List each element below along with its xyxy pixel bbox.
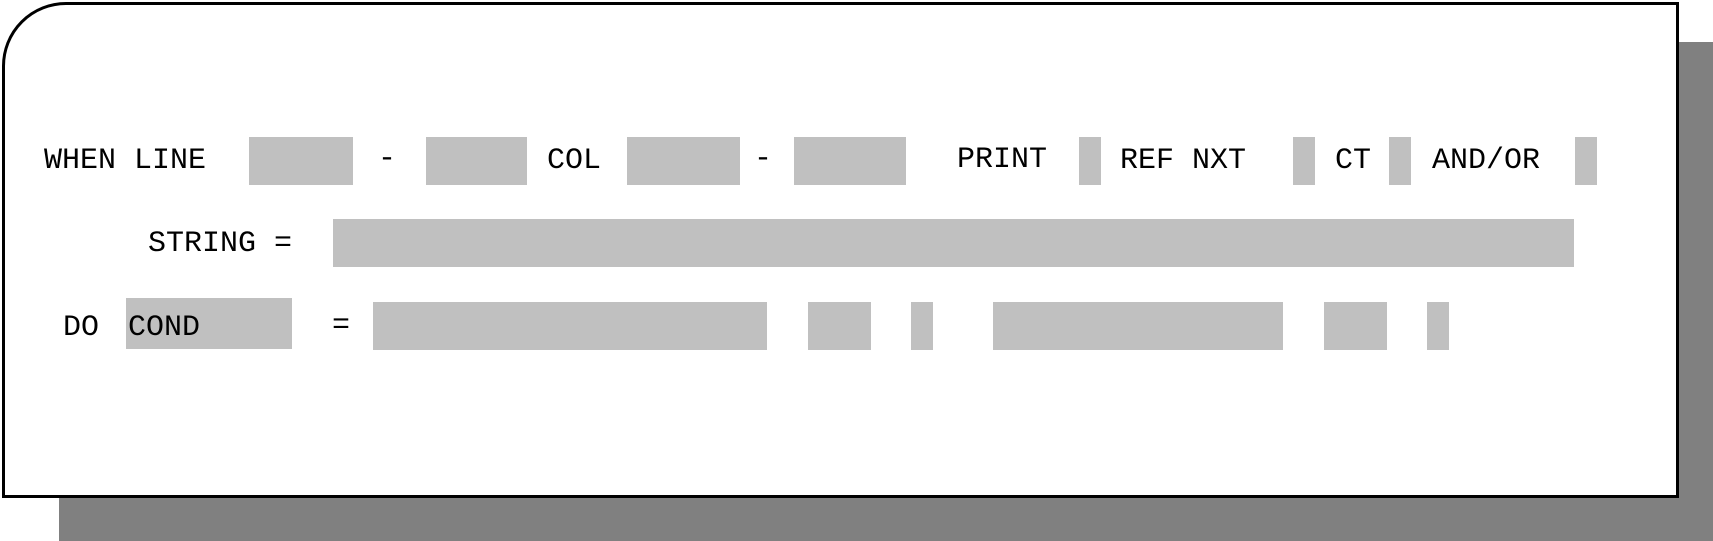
col-to-field[interactable] [794,137,906,185]
do-cond-field[interactable]: COND [126,298,292,349]
when-line-label: WHEN LINE [44,144,207,178]
action2-small-field[interactable] [1324,302,1387,350]
col-label: COL [547,144,602,178]
print-label: PRINT [957,143,1048,177]
do-label: DO [63,311,100,345]
ct-label: CT [1335,144,1372,178]
action2-flag-field[interactable] [1427,302,1449,350]
line-to-field[interactable] [426,137,527,185]
action1-small-field[interactable] [808,302,871,350]
action1-flag-field[interactable] [911,302,933,350]
string-field[interactable] [333,219,1574,267]
col-range-dash: - [754,142,773,176]
ref-nxt-label: REF NXT [1120,144,1247,178]
and-or-flag-field[interactable] [1575,137,1597,185]
do-cond-value: COND [128,311,201,345]
action1-field[interactable] [373,302,767,350]
print-flag-field[interactable] [1079,137,1101,185]
line-range-dash: - [378,142,397,176]
action2-field[interactable] [993,302,1283,350]
do-equals-label: = [332,309,351,343]
line-from-field[interactable] [249,137,353,185]
ref-nxt-flag-field[interactable] [1293,137,1315,185]
string-label: STRING = [148,227,293,261]
and-or-label: AND/OR [1432,144,1541,178]
col-from-field[interactable] [627,137,740,185]
ct-flag-field[interactable] [1389,137,1411,185]
